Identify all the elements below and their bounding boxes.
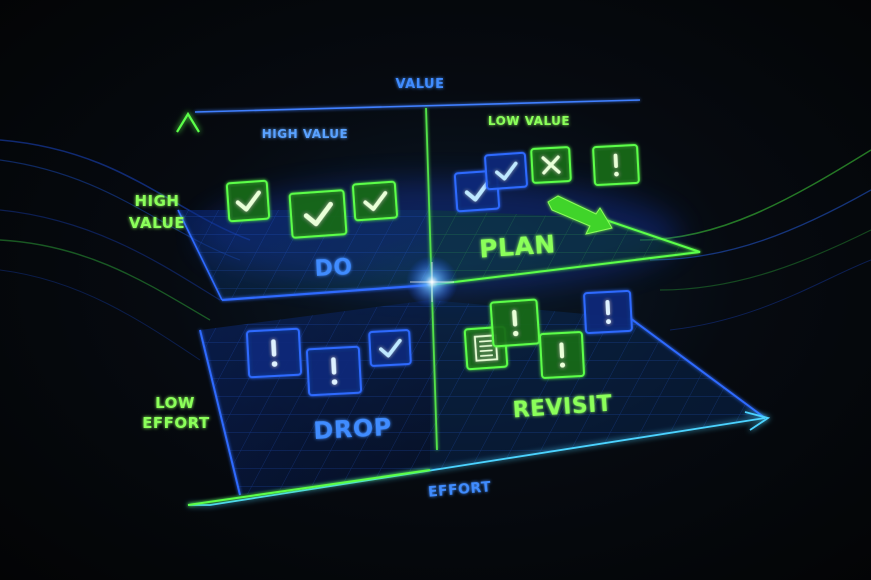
low-effort-label-line1: LOW: [155, 394, 195, 412]
task-tile-frame: [288, 189, 348, 239]
check-icon: [464, 180, 490, 202]
x-icon: [541, 155, 561, 175]
low-effort-label-line2: EFFORT: [142, 414, 210, 432]
task-tile-frame: [225, 179, 271, 223]
top-axis-line: [194, 99, 641, 113]
check-icon: [235, 190, 261, 212]
quadrant-label-plan: PLAN: [478, 229, 556, 263]
exclamation-icon: [271, 339, 278, 367]
task-tile: [225, 179, 271, 223]
value-axis-label: VALUE: [396, 77, 445, 92]
task-tile-frame: [351, 180, 399, 222]
task-tile: [539, 331, 585, 379]
task-tile: [245, 327, 303, 379]
column-header-high-value: HIGH VALUE: [262, 127, 349, 141]
task-tile: [351, 180, 399, 222]
exclamation-icon: [613, 153, 619, 177]
exclamation-icon: [331, 357, 338, 385]
task-tile: [484, 151, 528, 191]
task-tile: [583, 289, 633, 335]
exclamation-icon: [559, 342, 566, 368]
arrow-icon: [547, 195, 613, 235]
y-axis: [176, 111, 200, 505]
quadrant-label-do: DO: [314, 255, 353, 282]
task-tile: [288, 189, 348, 239]
high-value-label-line2: VALUE: [129, 214, 185, 232]
column-header-low-value: LOW VALUE: [488, 114, 570, 128]
exclamation-icon: [605, 300, 611, 325]
task-tile: [489, 298, 541, 348]
exclamation-icon: [512, 309, 519, 337]
quadrant-label-drop: DROP: [313, 413, 393, 445]
task-tile: [530, 146, 572, 184]
effort-axis-label: EFFORT: [427, 479, 491, 500]
task-tile: [305, 345, 363, 397]
task-tile-frame: [368, 329, 412, 367]
x-axis: [187, 411, 771, 506]
task-tile: [592, 144, 640, 186]
upper-plane: [177, 209, 701, 302]
check-icon: [378, 338, 402, 358]
check-icon: [303, 201, 333, 227]
task-tile: [368, 329, 412, 367]
check-icon: [495, 161, 518, 181]
check-icon: [363, 191, 388, 212]
task-tile-frame: [484, 151, 528, 191]
task-tiles: [225, 144, 640, 397]
high-value-label-line1: HIGH: [134, 192, 179, 210]
